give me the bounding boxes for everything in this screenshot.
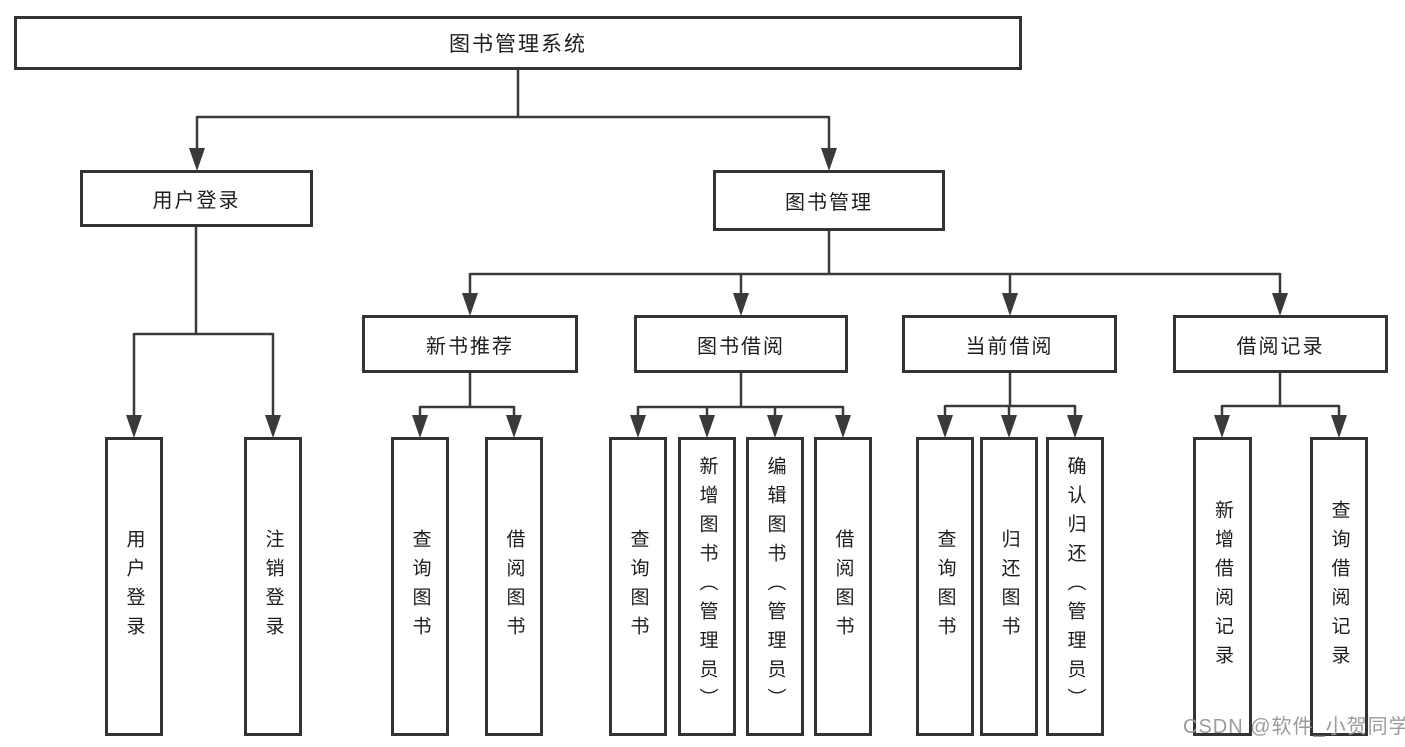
leaf-confirm-return-admin: 确认归还（管理员） — [1046, 437, 1104, 736]
leaf-query-books-current: 查询图书 — [916, 437, 974, 736]
node-current-borrowing: 当前借阅 — [902, 315, 1117, 373]
node-book-management-label: 图书管理 — [785, 192, 873, 214]
leaf-query-books-borrowing: 查询图书 — [609, 437, 667, 736]
node-borrowing-records-label: 借阅记录 — [1236, 335, 1325, 358]
node-user-login-label: 用户登录 — [152, 190, 241, 212]
leaf-edit-book-admin: 编辑图书（管理员） — [746, 437, 804, 736]
leaf-borrow-books-recommend: 借阅图书 — [485, 437, 543, 736]
node-user-login: 用户登录 — [80, 170, 313, 227]
node-new-book-recommendation-label: 新书推荐 — [426, 335, 514, 358]
leaf-user-login: 用户登录 — [105, 437, 163, 736]
csdn-watermark: CSDN @软件_小贺同学 — [1183, 716, 1405, 738]
leaf-return-book: 归还图书 — [980, 437, 1038, 736]
node-book-borrowing: 图书借阅 — [634, 315, 848, 373]
leaf-logout: 注销登录 — [244, 437, 302, 736]
leaf-add-book-admin: 新增图书（管理员） — [678, 437, 736, 736]
arrowheads — [126, 148, 1347, 438]
node-root: 图书管理系统 — [14, 16, 1022, 70]
leaf-query-books-recommend: 查询图书 — [391, 437, 449, 736]
leaf-borrow-books-borrowing: 借阅图书 — [814, 437, 872, 736]
node-borrowing-records: 借阅记录 — [1173, 315, 1388, 373]
node-root-label: 图书管理系统 — [449, 33, 587, 56]
node-new-book-recommendation: 新书推荐 — [362, 315, 578, 373]
node-book-management: 图书管理 — [713, 170, 945, 231]
leaf-query-borrow-record: 查询借阅记录 — [1310, 437, 1368, 736]
leaf-add-borrow-record: 新增借阅记录 — [1193, 437, 1252, 736]
node-current-borrowing-label: 当前借阅 — [965, 335, 1054, 358]
node-book-borrowing-label: 图书借阅 — [697, 335, 785, 358]
